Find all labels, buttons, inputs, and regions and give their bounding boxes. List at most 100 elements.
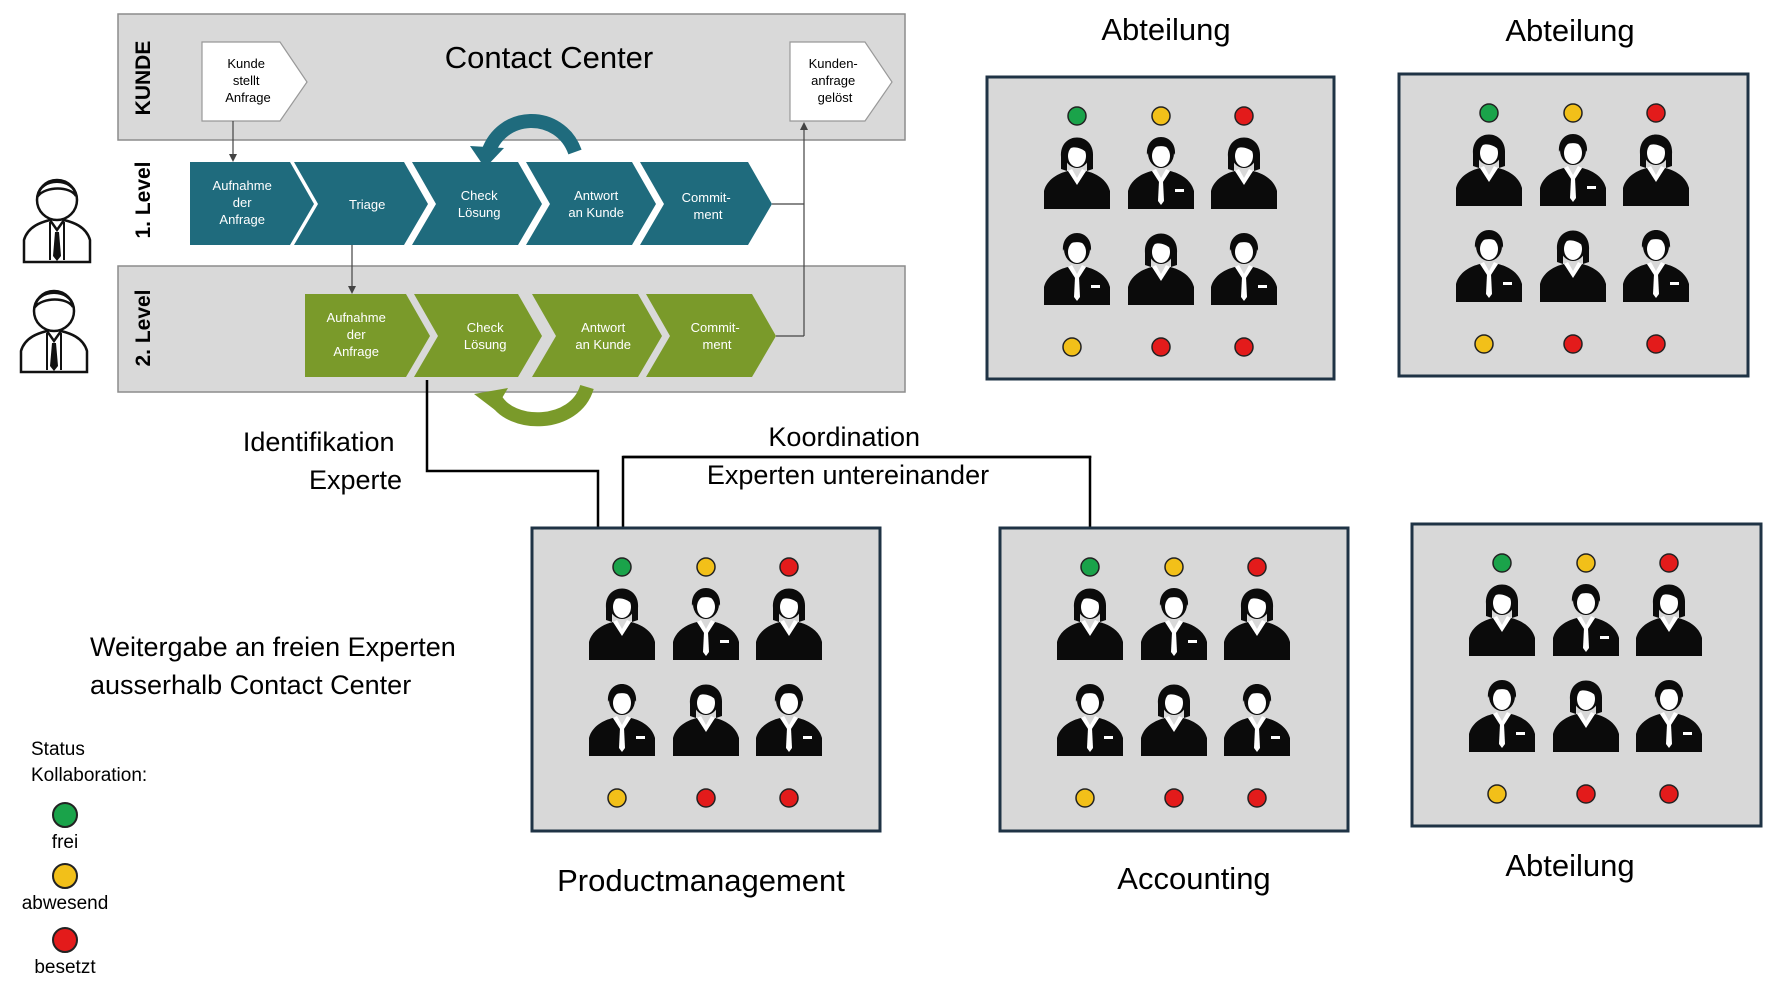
status-dot-red: [696, 788, 716, 808]
status-dot-red: [1247, 788, 1267, 808]
employee-male-icon: [1456, 230, 1522, 302]
employee-female-icon: [1636, 584, 1702, 656]
identifikation-line: Identifikation: [243, 427, 395, 457]
loop-arrow-level1: [470, 114, 582, 168]
level2-process: Aufnahme der Anfrage Check Lösung Antwor…: [305, 294, 776, 377]
employee-male-icon: [1623, 230, 1689, 302]
legend-title: Status: [31, 739, 85, 760]
department-name: Accounting: [1117, 861, 1270, 896]
status-dot-yellow: [1576, 553, 1596, 573]
department-name: Productmanagement: [557, 863, 845, 898]
employee-female-icon: [1211, 137, 1277, 209]
svg-text:Status Kollaboration:: Status Kollaboration:: [31, 739, 147, 786]
level2-step-label: Check: [467, 320, 504, 335]
status-dot-yellow: [1062, 337, 1082, 357]
status-dot-red: [1659, 784, 1679, 804]
weitergabe-line: Weitergabe an freien Experten: [90, 632, 456, 662]
status-dot-red: [1234, 106, 1254, 126]
employee-female-icon: [1469, 584, 1535, 656]
legend-label: besetzt: [34, 957, 96, 978]
legend: Status Kollaboration: freiabwesendbesetz…: [22, 739, 148, 978]
end-box-line: anfrage: [811, 73, 855, 88]
agent-icon-level2: [19, 289, 89, 374]
level2-step-label: Anfrage: [333, 344, 379, 359]
status-dot-yellow: [696, 557, 716, 577]
employee-male-icon: [1141, 588, 1207, 660]
status-dot-yellow: [1075, 788, 1095, 808]
employee-male-icon: [1057, 684, 1123, 756]
weitergabe-label: Weitergabe an freien Experten ausserhalb…: [90, 632, 463, 700]
department-name: Abteilung: [1101, 12, 1230, 47]
employee-male-icon: [1540, 134, 1606, 206]
process-connectors: [229, 121, 808, 337]
level2-step-label: ment: [703, 337, 732, 352]
svg-text:Kunden- anfrage ge: Kunden- anfrage gelöst: [809, 56, 862, 105]
department-panel: Accounting: [998, 526, 1350, 896]
department-name: Abteilung: [1505, 848, 1634, 883]
svg-text:Kunde stellt Anfra: Kunde stellt Anfrage: [225, 56, 271, 105]
legend-label: abwesend: [22, 893, 109, 914]
department-name: Abteilung: [1505, 13, 1634, 48]
status-dot-yellow: [1164, 557, 1184, 577]
weitergabe-line: ausserhalb Contact Center: [90, 670, 411, 700]
status-dot-yellow: [607, 788, 627, 808]
koordination-label: Koordination Experten untereinander: [707, 422, 989, 490]
svg-text:Aufnahme der Anfra: Aufnahme der Anfrage Triage Check Lösung…: [213, 178, 735, 227]
legend-dot-green: [52, 802, 78, 828]
status-dot-green: [1479, 103, 1499, 123]
contact-center-title: Contact Center: [445, 40, 654, 75]
level2-step-label: an Kunde: [575, 337, 631, 352]
department-panel: Productmanagement: [530, 526, 882, 898]
legend-title: Kollaboration:: [31, 765, 147, 786]
identifikation-line: Experte: [309, 465, 402, 495]
loop-arrow-level2: [474, 384, 594, 427]
start-box-line: Kunde: [227, 56, 265, 71]
employee-male-icon: [756, 684, 822, 756]
status-dot-yellow: [1563, 103, 1583, 123]
level2-step-label: Antwort: [581, 320, 625, 335]
status-dot-green: [612, 557, 632, 577]
level1-step-label: Aufnahme: [213, 178, 272, 193]
employee-female-icon: [1044, 137, 1110, 209]
employee-female-icon: [589, 588, 655, 660]
employee-female-icon: [1553, 680, 1619, 752]
employee-male-icon: [1128, 137, 1194, 209]
start-box-line: stellt: [233, 73, 260, 88]
level1-step-label: ment: [694, 207, 723, 222]
status-dot-red: [1646, 334, 1666, 354]
status-dot-green: [1080, 557, 1100, 577]
status-dot-red: [1234, 337, 1254, 357]
status-dot-red: [1164, 788, 1184, 808]
employee-female-icon: [1128, 233, 1194, 305]
routing-arrows: [425, 380, 1095, 565]
status-dot-red: [1576, 784, 1596, 804]
level2-step-label: Aufnahme: [327, 310, 386, 325]
lane-label-level-1: 1. Level: [132, 161, 155, 238]
level1-step-label: der: [233, 195, 252, 210]
department-panel: Abteilung: [985, 12, 1336, 381]
status-dot-red: [1247, 557, 1267, 577]
level1-step-label: Commit-: [682, 190, 731, 205]
level1-step-label: Lösung: [458, 205, 501, 220]
employee-male-icon: [589, 684, 655, 756]
employee-female-icon: [1057, 588, 1123, 660]
lane-label-kunde: KUNDE: [132, 41, 155, 116]
employee-female-icon: [1540, 230, 1606, 302]
start-box-line: Anfrage: [225, 90, 271, 105]
end-box-line: gelöst: [818, 90, 853, 105]
level1-step-label: an Kunde: [568, 205, 624, 220]
lane-label-level-2: 2. Level: [132, 289, 155, 366]
level2-step-label: Lösung: [464, 337, 507, 352]
employee-female-icon: [1141, 684, 1207, 756]
employee-male-icon: [1636, 680, 1702, 752]
level1-process: Aufnahme der Anfrage Triage Check Lösung…: [190, 162, 772, 245]
svg-text:Aufnahme der Anfra: Aufnahme der Anfrage Check Lösung Antwor…: [327, 310, 744, 359]
end-box: Kunden- anfrage gelöst: [789, 41, 893, 122]
identifikation-label: Identifikation Experte: [243, 427, 402, 495]
koordination-line: Koordination: [768, 422, 920, 452]
koordination-line: Experten untereinander: [707, 460, 989, 490]
status-dot-yellow: [1474, 334, 1494, 354]
department-panel: Abteilung: [1397, 13, 1750, 378]
status-dot-red: [1659, 553, 1679, 573]
